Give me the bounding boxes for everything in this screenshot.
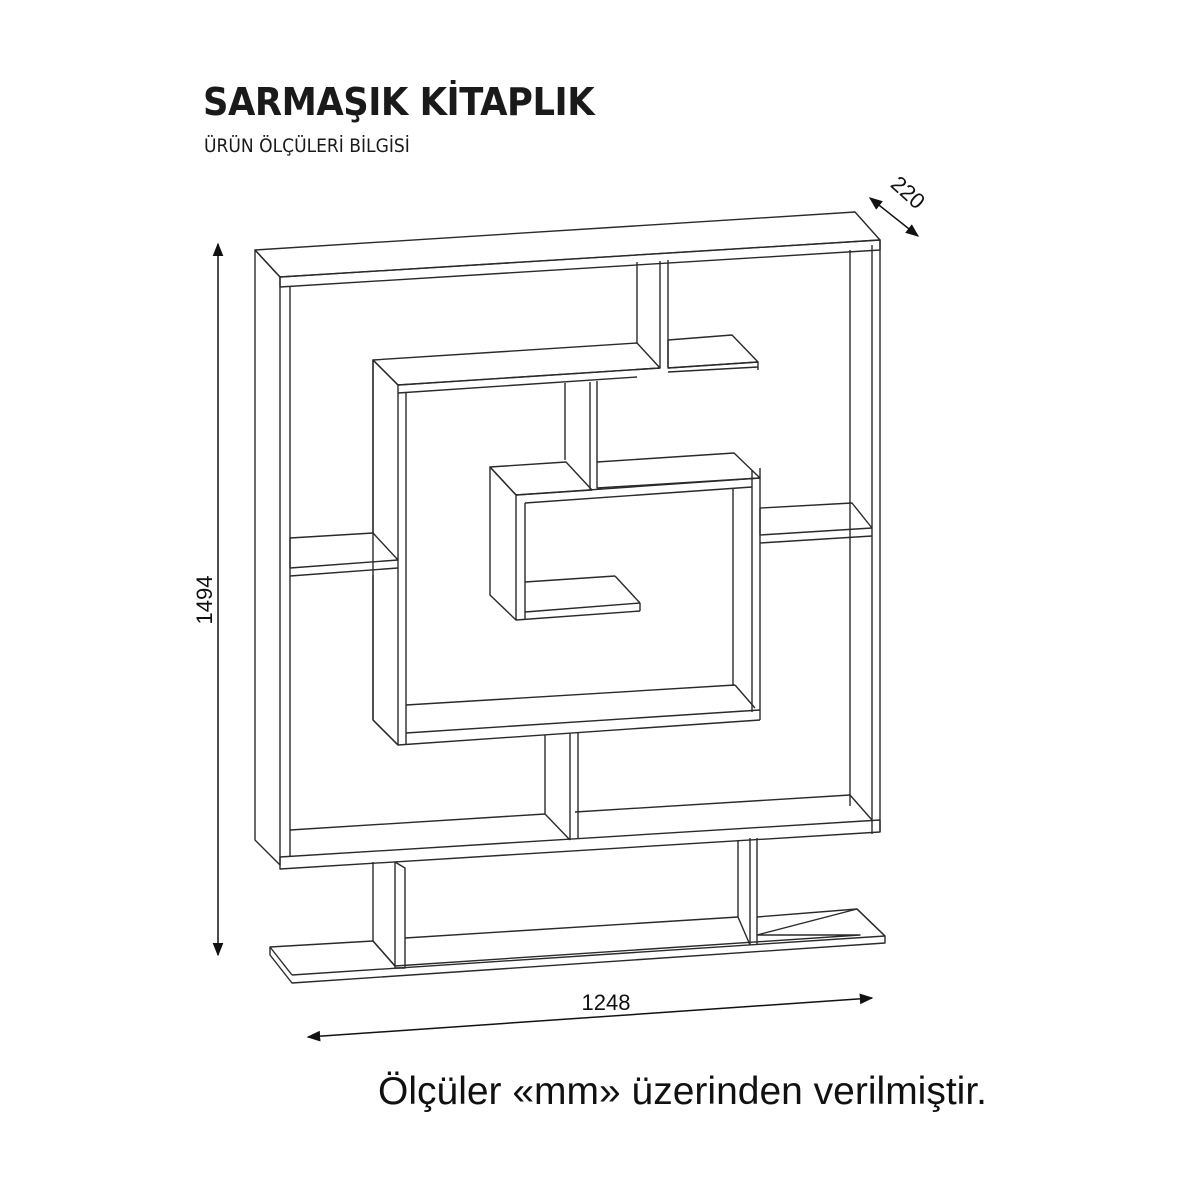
product-subtitle: ÜRÜN ÖLÇÜLERİ BİLGİSİ bbox=[204, 135, 410, 157]
shelf-outline bbox=[254, 211, 886, 984]
units-note: Ölçüler «mm» üzerinden verilmiştir. bbox=[378, 1070, 988, 1113]
product-title: SARMAŞIK KİTAPLIK bbox=[203, 80, 595, 124]
height-label: 1494 bbox=[192, 576, 217, 625]
top-panel-top-face bbox=[254, 211, 881, 278]
width-dimension: 1248 bbox=[306, 990, 874, 1042]
height-dimension: 1494 bbox=[192, 242, 224, 957]
width-label: 1248 bbox=[582, 990, 631, 1015]
depth-label: 220 bbox=[886, 171, 930, 214]
depth-dimension: 220 bbox=[868, 171, 930, 237]
